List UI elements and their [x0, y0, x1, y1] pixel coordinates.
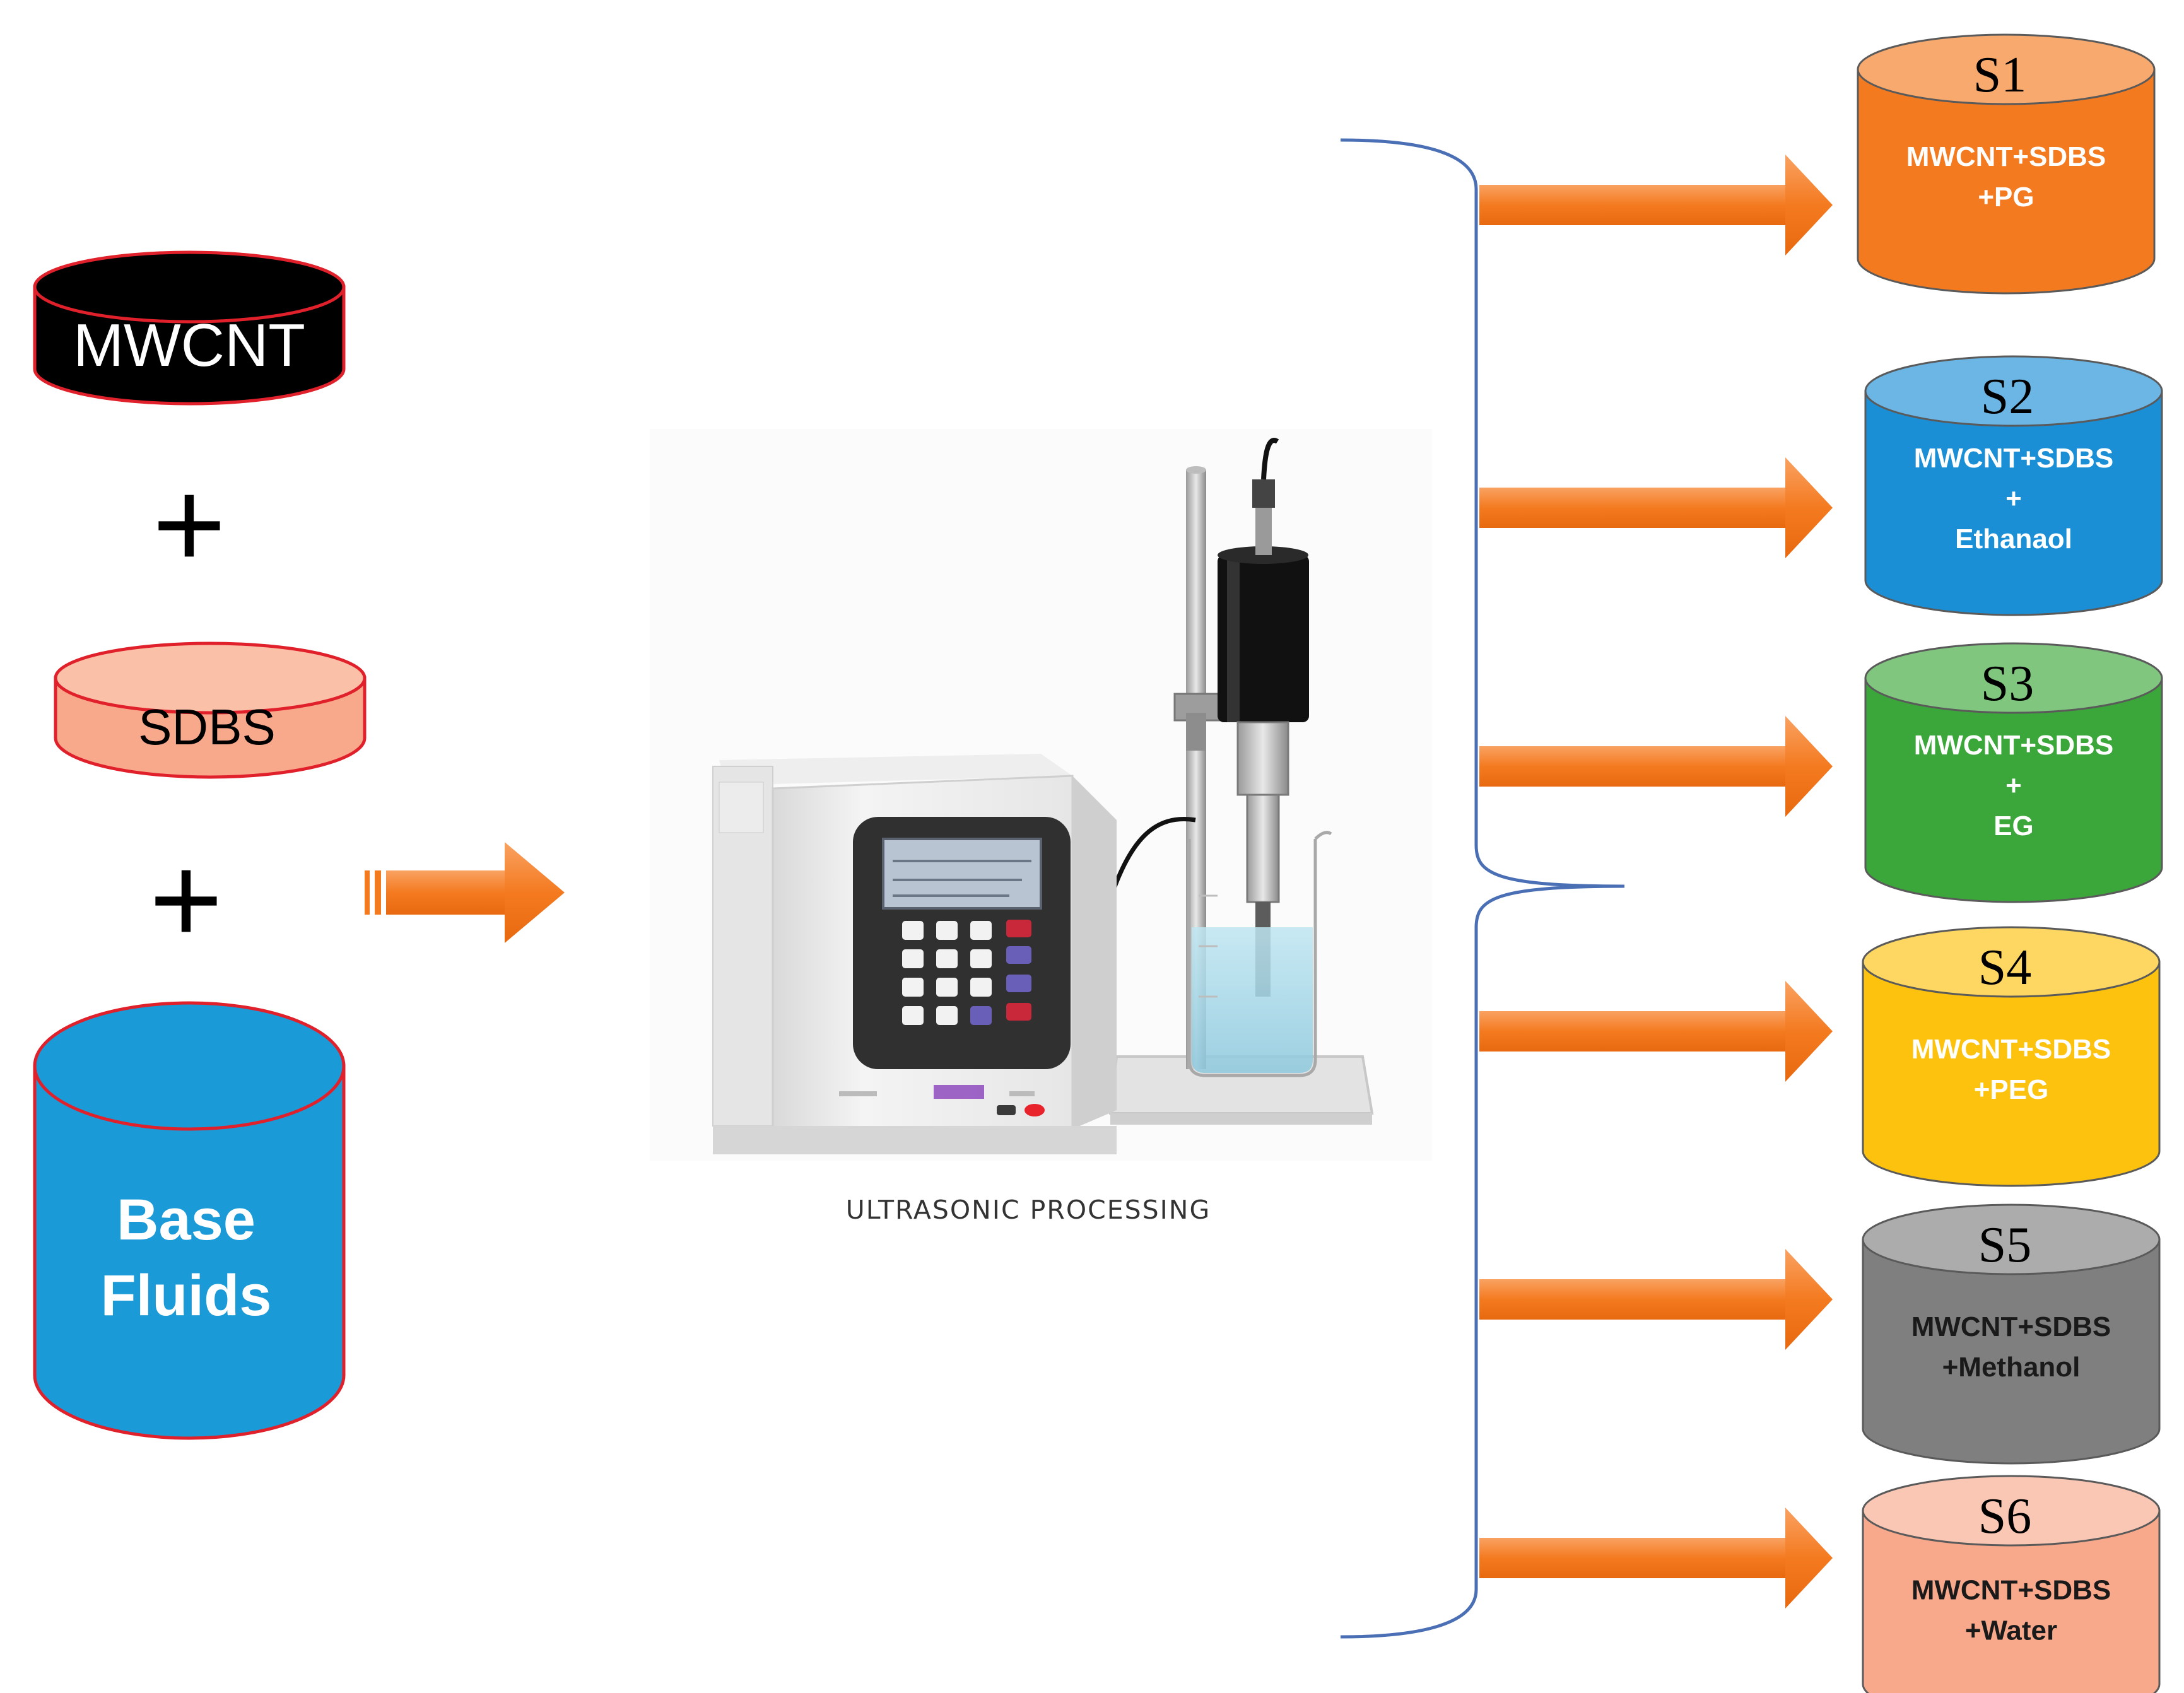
generator-unit — [712, 754, 1117, 1154]
mwcnt-label: MWCNT — [73, 312, 305, 379]
output-arrow-3 — [1479, 716, 1833, 817]
output-arrows — [1479, 155, 1833, 1608]
plus-sign-1: + — [153, 454, 226, 595]
sample-id-s6: S6 — [1978, 1489, 2032, 1544]
output-arrow-4 — [1479, 981, 1833, 1082]
sample-s4-line-1: MWCNT+SDBS — [1911, 1034, 2111, 1065]
output-arrow-2 — [1479, 457, 1833, 558]
ultrasonic-processing-caption: ULTRASONIC PROCESSING — [846, 1195, 1211, 1225]
sample-s1-line-1: MWCNT+SDBS — [1906, 141, 2106, 172]
base-fluids-label-line2: Fluids — [101, 1263, 272, 1328]
sample-id-s5: S5 — [1978, 1217, 2032, 1273]
sample-id-s3: S3 — [1981, 656, 2034, 712]
sdbs-cylinder: SDBS — [54, 641, 367, 779]
transducer-body — [1218, 555, 1309, 722]
sample-s6-line-1: MWCNT+SDBS — [1911, 1575, 2111, 1606]
sdbs-label: SDBS — [138, 699, 276, 755]
sample-id-s1: S1 — [1973, 47, 2027, 103]
sample-s4-line-2: +PEG — [1974, 1074, 2049, 1105]
ultrasonic-processor-illustration — [650, 429, 1432, 1161]
output-arrow-5 — [1479, 1249, 1833, 1350]
input-arrow — [365, 842, 565, 943]
sample-s1-line-2: +PG — [1978, 182, 2034, 213]
base-fluids-label-line1: Base — [117, 1188, 255, 1252]
beaker-liquid — [1192, 927, 1313, 1073]
sample-cylinders: S1MWCNT+SDBS+PGS2MWCNT+SDBS+EthanaolS3MW… — [1857, 33, 2163, 1693]
sample-s5-line-2: +Methanol — [1942, 1352, 2081, 1383]
mwcnt-cylinder: MWCNT — [33, 250, 346, 406]
sample-s2-line-2: + — [2005, 483, 2022, 514]
sample-s6-line-2: +Water — [1965, 1615, 2057, 1646]
sample-s2-line-1: MWCNT+SDBS — [1914, 443, 2114, 474]
output-brace — [1340, 138, 1625, 1639]
display-screen — [882, 838, 1042, 910]
plus-sign-2: + — [150, 829, 223, 970]
sample-s3-line-3: EG — [1993, 811, 2034, 841]
sample-id-s4: S4 — [1978, 940, 2032, 995]
sample-s5-line-1: MWCNT+SDBS — [1911, 1311, 2111, 1342]
sample-s3-line-2: + — [2005, 770, 2022, 801]
sample-s3-line-1: MWCNT+SDBS — [1914, 730, 2114, 761]
sample-id-s2: S2 — [1981, 369, 2034, 425]
base-fluids-cylinder: Base Fluids — [33, 1001, 346, 1440]
output-arrow-1 — [1479, 155, 1833, 255]
output-arrow-6 — [1479, 1508, 1833, 1608]
sample-s2-line-3: Ethanaol — [1955, 524, 2072, 554]
